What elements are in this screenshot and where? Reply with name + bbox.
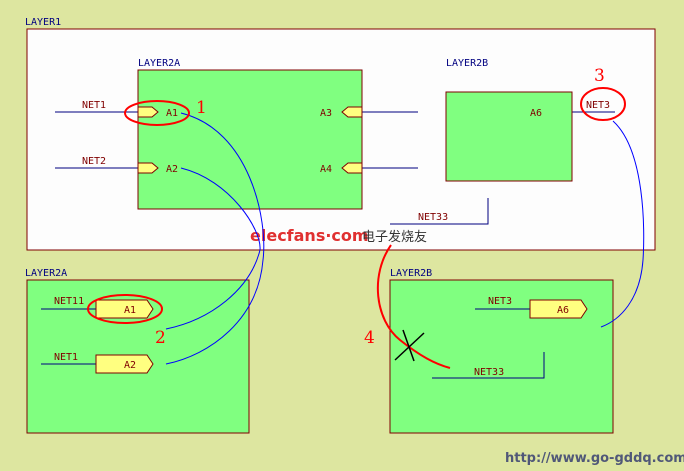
link-net3-a6 [600,120,645,328]
pin-a4-label: A4 [320,164,332,175]
bottom-net1-label: NET1 [54,352,78,363]
bottom-net33-label: NET33 [474,367,504,378]
marker-4: 4 [364,328,375,348]
watermark-cn: 电子发烧友 [362,229,427,245]
net33-label: NET33 [418,212,448,223]
net33-wire [432,352,545,379]
port-a2-label: A2 [124,360,136,371]
port-a1-label: A1 [124,305,136,316]
layer2b-block[interactable] [445,91,573,182]
highlight-ellipse-3 [580,87,626,121]
link-a1-a2 [165,112,265,365]
pin-a3-label: A3 [320,108,332,119]
layer2a-block[interactable] [137,69,363,210]
port-a1 [95,299,154,319]
bottom-layer2b-label: LAYER2B [390,268,432,279]
port-a2 [95,354,154,374]
net11-label: NET11 [54,296,84,307]
pin-a2-label: A2 [166,164,178,175]
layer2a-label: LAYER2A [138,58,180,69]
marker-3: 3 [594,66,605,86]
bottom-net3-label: NET3 [488,296,512,307]
pin-a1-label: A1 [166,108,178,119]
pin-a4 [341,162,363,174]
marker-2: 2 [155,328,166,348]
highlight-ellipse-2 [87,294,163,324]
net2-label: NET2 [82,156,106,167]
port-a6-label: A6 [557,305,569,316]
watermark-brand: elecfans·com [250,226,369,245]
marker-1: 1 [196,98,207,118]
net3-label: NET3 [586,100,610,111]
pin-a3 [341,106,363,118]
source-url: http://www.go-gddq.com [505,451,684,466]
bottom-layer2a-label: LAYER2A [25,268,67,279]
layer1-label: LAYER1 [25,17,61,28]
highlights [87,87,626,369]
pin-a1 [137,106,159,118]
link-curves [165,112,645,365]
pin-a2 [137,162,159,174]
cross-mark-icon [394,329,425,362]
pin-a6-label: A6 [530,108,542,119]
highlight-curve-4 [376,244,451,369]
port-a6 [529,299,588,319]
net1-label: NET1 [82,100,106,111]
link-a2-a1 [165,167,261,330]
highlight-ellipse-1 [124,100,190,126]
layer2b-label: LAYER2B [446,58,488,69]
